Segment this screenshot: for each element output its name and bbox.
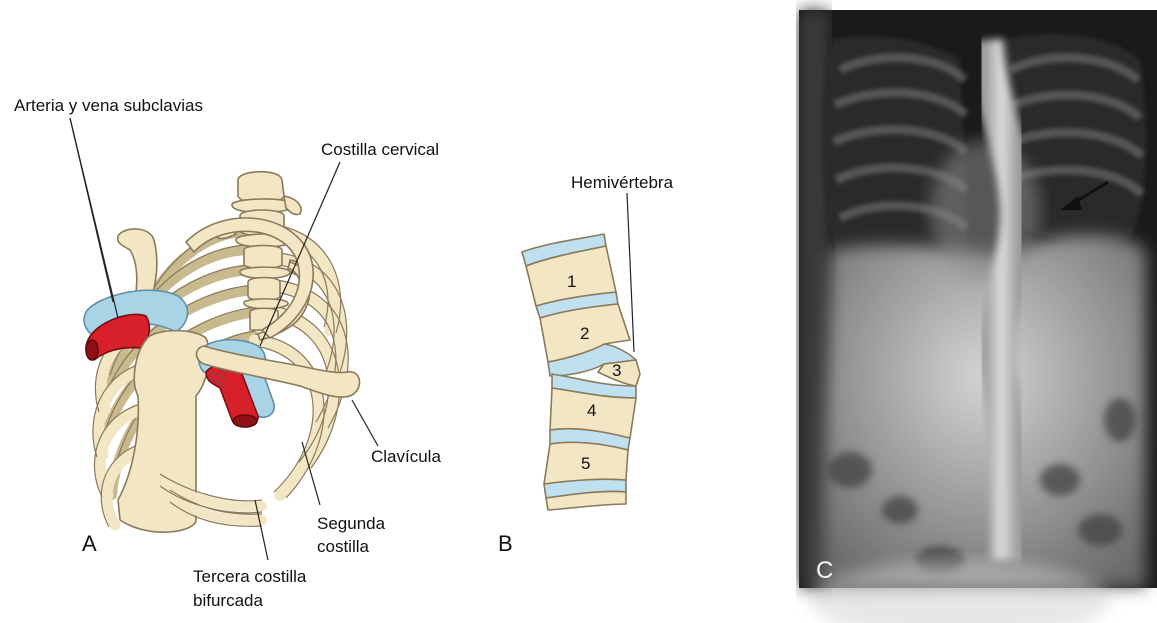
vertebra-number-5: 5 (581, 454, 590, 473)
label-third-rib-line1: Tercera costilla (193, 567, 307, 586)
panel-c-letter: C (816, 557, 833, 584)
panel-b-letter: B (498, 531, 513, 556)
vertebra-number-1: 1 (567, 272, 576, 291)
vertebra-number-2: 2 (580, 324, 589, 343)
artery-cut-right (233, 415, 257, 427)
label-cervical-rib: Costilla cervical (321, 140, 439, 159)
artery-cut-left (86, 340, 98, 360)
label-clavicle: Clavícula (371, 447, 441, 466)
panel-a-letter: A (82, 531, 97, 556)
label-second-rib-line2: costilla (317, 537, 370, 556)
panel-a-drawing (84, 172, 359, 532)
vertebra-number-4: 4 (587, 401, 596, 420)
hemivertebra-leader (627, 193, 634, 352)
label-hemivertebra: Hemivértebra (571, 173, 674, 192)
label-vessels: Arteria y vena subclavias (14, 96, 203, 115)
vertebra-number-3: 3 (612, 361, 621, 380)
label-third-rib-line2: bifurcada (193, 591, 263, 610)
xray-spine (985, 40, 1018, 560)
label-second-rib-line1: Segunda (317, 514, 386, 533)
panel-c-xray (799, 10, 1157, 623)
